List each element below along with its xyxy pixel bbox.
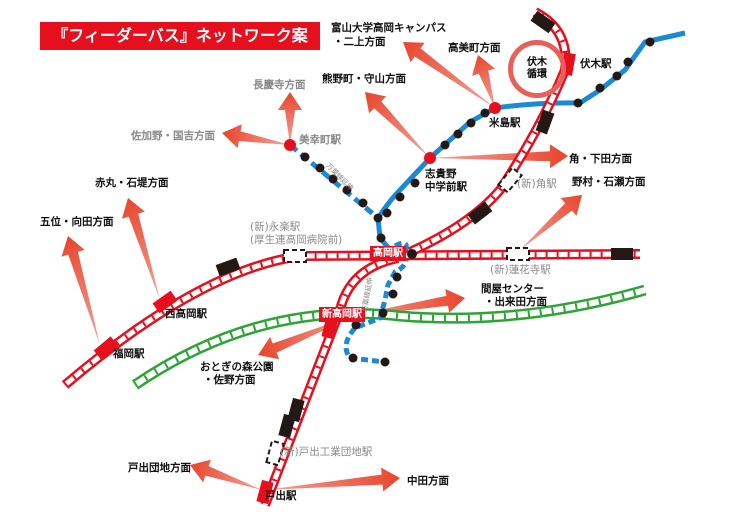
dir-otogi-1: おとぎの森公園 — [200, 361, 274, 373]
tram-stop — [378, 308, 388, 318]
train-block — [530, 10, 556, 34]
new-eiraku-station-block — [283, 249, 307, 263]
fukuoka-station-block — [93, 336, 119, 360]
arrow-takami — [472, 55, 495, 108]
station-yonejima[interactable]: 米島駅 — [489, 117, 521, 129]
tram-stop — [645, 37, 655, 47]
train-block — [535, 109, 555, 135]
tram-stop — [595, 83, 605, 93]
train-block — [611, 248, 633, 260]
tram-stop — [328, 174, 338, 184]
tram-stop — [348, 353, 358, 363]
green-rail-line — [131, 284, 647, 390]
arrow-kumano — [365, 92, 430, 158]
arrow-tsuno-shimoda — [430, 144, 568, 169]
tram-stop — [388, 289, 398, 299]
tram-stop — [380, 357, 390, 367]
tram-stop — [358, 198, 368, 208]
dir-takami: 高美町方面 — [448, 42, 501, 54]
station-new-rengeji[interactable]: (新)蓮花寺駅 — [490, 264, 551, 276]
arrow-chokeiji — [278, 92, 302, 145]
tram-stop — [395, 192, 405, 202]
loop-line1: 伏木 — [527, 57, 547, 68]
train-block — [467, 201, 493, 225]
tram-stop — [382, 208, 392, 218]
station-new-eiraku-2: (厚生連高岡病院前) — [250, 234, 343, 246]
dir-toyama-univ-2: ・二上方面 — [333, 36, 386, 48]
station-new-tsuno[interactable]: (新)角駅 — [517, 178, 557, 190]
fushiki-loop-badge[interactable]: 伏木 循環 — [508, 40, 566, 98]
yonejima-station-marker[interactable] — [489, 102, 501, 114]
station-fukuoka[interactable]: 福岡駅 — [113, 348, 145, 360]
new-tsuno-station-block — [496, 166, 524, 194]
tram-stop — [480, 108, 490, 118]
shikino-station-marker[interactable] — [424, 152, 436, 164]
page-title: 『フィーダーバス』ネットワーク案 — [40, 22, 320, 50]
dir-nomura: 野村・石瀬方面 — [572, 176, 646, 188]
tram-stop — [410, 178, 420, 188]
nishi-takaoka-station-block — [152, 290, 178, 314]
station-new-toide-kogyo[interactable]: (新)戸出工業団地駅 — [280, 446, 373, 458]
miyuki-station-marker[interactable] — [284, 139, 296, 151]
station-nishi-takaoka[interactable]: 西高岡駅 — [165, 308, 207, 320]
tram-stops — [300, 37, 655, 367]
new-toide-kogyo-station-block — [265, 439, 285, 467]
dir-toiya-2: ・出来田方面 — [484, 296, 547, 308]
station-new-eiraku-1[interactable]: (新)永楽駅 — [250, 221, 301, 233]
jr-line-inner — [262, 255, 399, 506]
station-toide[interactable]: 戸出駅 — [265, 490, 297, 502]
dir-tsuno-shimoda: 角・下田方面 — [569, 153, 632, 165]
tram-stop — [300, 152, 310, 162]
jr-line-ties — [262, 255, 399, 506]
arrow-nomura — [520, 195, 582, 250]
dir-sakano: 佐加野・国吉方面 — [131, 130, 215, 142]
takaoka-tram-stop — [407, 249, 417, 259]
tram-stop — [315, 163, 325, 173]
arrow-goi — [61, 236, 100, 345]
dir-toide-danchi: 戸出団地方面 — [128, 462, 191, 474]
loop-line2: 循環 — [527, 69, 547, 80]
dir-nakada: 中田方面 — [407, 475, 449, 487]
station-shikino-2[interactable]: 中学前駅 — [425, 181, 467, 193]
train-block — [215, 257, 241, 277]
dir-goi: 五位・向田方面 — [40, 216, 114, 228]
tram-stop — [392, 272, 402, 282]
tram-stop — [440, 140, 450, 150]
dir-kumano: 熊野町・守山方面 — [322, 73, 406, 85]
arrow-sakano — [222, 124, 290, 148]
tram-stop — [376, 233, 386, 243]
dir-chokeiji: 長慶寺方面 — [253, 79, 306, 91]
train-block — [278, 413, 296, 439]
station-fushiki[interactable]: 伏木駅 — [580, 58, 612, 70]
arrow-toiya — [340, 288, 465, 318]
jr-line-ties — [408, 9, 569, 255]
station-shin-takaoka[interactable]: 新高岡駅 — [319, 307, 365, 322]
dir-otogi-2: ・佐野方面 — [203, 374, 256, 386]
toide-station-block — [256, 479, 274, 505]
station-takaoka[interactable]: 高岡駅 — [370, 246, 406, 261]
tram-stop — [466, 118, 476, 128]
new-rengeji-station-block — [506, 247, 530, 261]
tram-stop — [373, 213, 383, 223]
tram-stop — [573, 98, 583, 108]
station-miyuki[interactable]: 美幸町駅 — [299, 134, 341, 146]
arrow-toyama-univ — [403, 42, 495, 108]
tram-stop — [623, 57, 633, 67]
tram-stop — [351, 320, 361, 330]
arrow-toide-danchi — [190, 459, 262, 490]
jr-line-2 — [260, 253, 400, 507]
tram-stop — [453, 129, 463, 139]
dir-toiya-1: 間屋センター — [481, 283, 544, 295]
dir-akamaru: 赤丸・石堤方面 — [95, 177, 169, 189]
arrow-nakada — [265, 467, 400, 492]
dir-toyama-univ-1: 富山大学高岡キャンパス — [331, 22, 447, 34]
tram-stop — [342, 185, 352, 195]
rail-blocks — [93, 10, 633, 505]
station-shikino-1[interactable]: 志貴野 — [425, 168, 457, 180]
arrow-akamaru — [121, 198, 160, 300]
tram-stop — [612, 71, 622, 81]
